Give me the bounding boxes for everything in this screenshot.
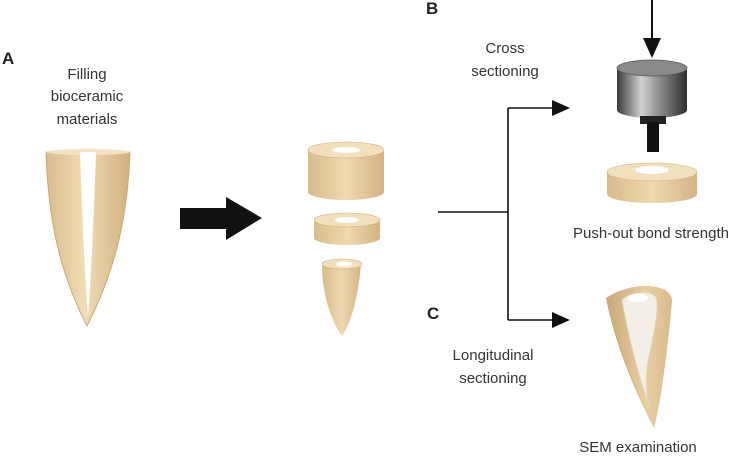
longitudinal-sectioning-line2: sectioning — [459, 370, 527, 387]
branch-arrow-b — [552, 100, 570, 116]
split-root-illustration — [606, 285, 672, 428]
longitudinal-sectioning-line1: Longitudinal — [453, 347, 534, 364]
root-section-apical — [321, 258, 363, 336]
cross-sectioning-line1: Cross — [485, 40, 524, 57]
push-out-plunger — [616, 59, 688, 152]
branch-arrow-c — [552, 312, 570, 328]
panel-a-caption-line1: Filling — [67, 66, 106, 83]
panel-a-caption-line2: bioceramic — [51, 88, 124, 105]
push-out-caption: Push-out bond strength — [573, 225, 729, 242]
root-section-coronal — [307, 141, 385, 200]
panel-b-label: B — [426, 0, 438, 18]
load-arrow-head — [643, 38, 661, 58]
panel-a-caption-line3: materials — [57, 111, 118, 128]
filled-root-illustration — [45, 149, 131, 328]
root-section-middle — [313, 212, 381, 245]
panel-a-label: A — [2, 49, 14, 68]
specimen-disc — [606, 162, 698, 203]
process-arrow — [180, 197, 262, 240]
panel-c-label: C — [427, 304, 439, 323]
sem-caption: SEM examination — [579, 439, 697, 456]
cross-sectioning-line2: sectioning — [471, 63, 539, 80]
branch-connector — [438, 107, 555, 321]
